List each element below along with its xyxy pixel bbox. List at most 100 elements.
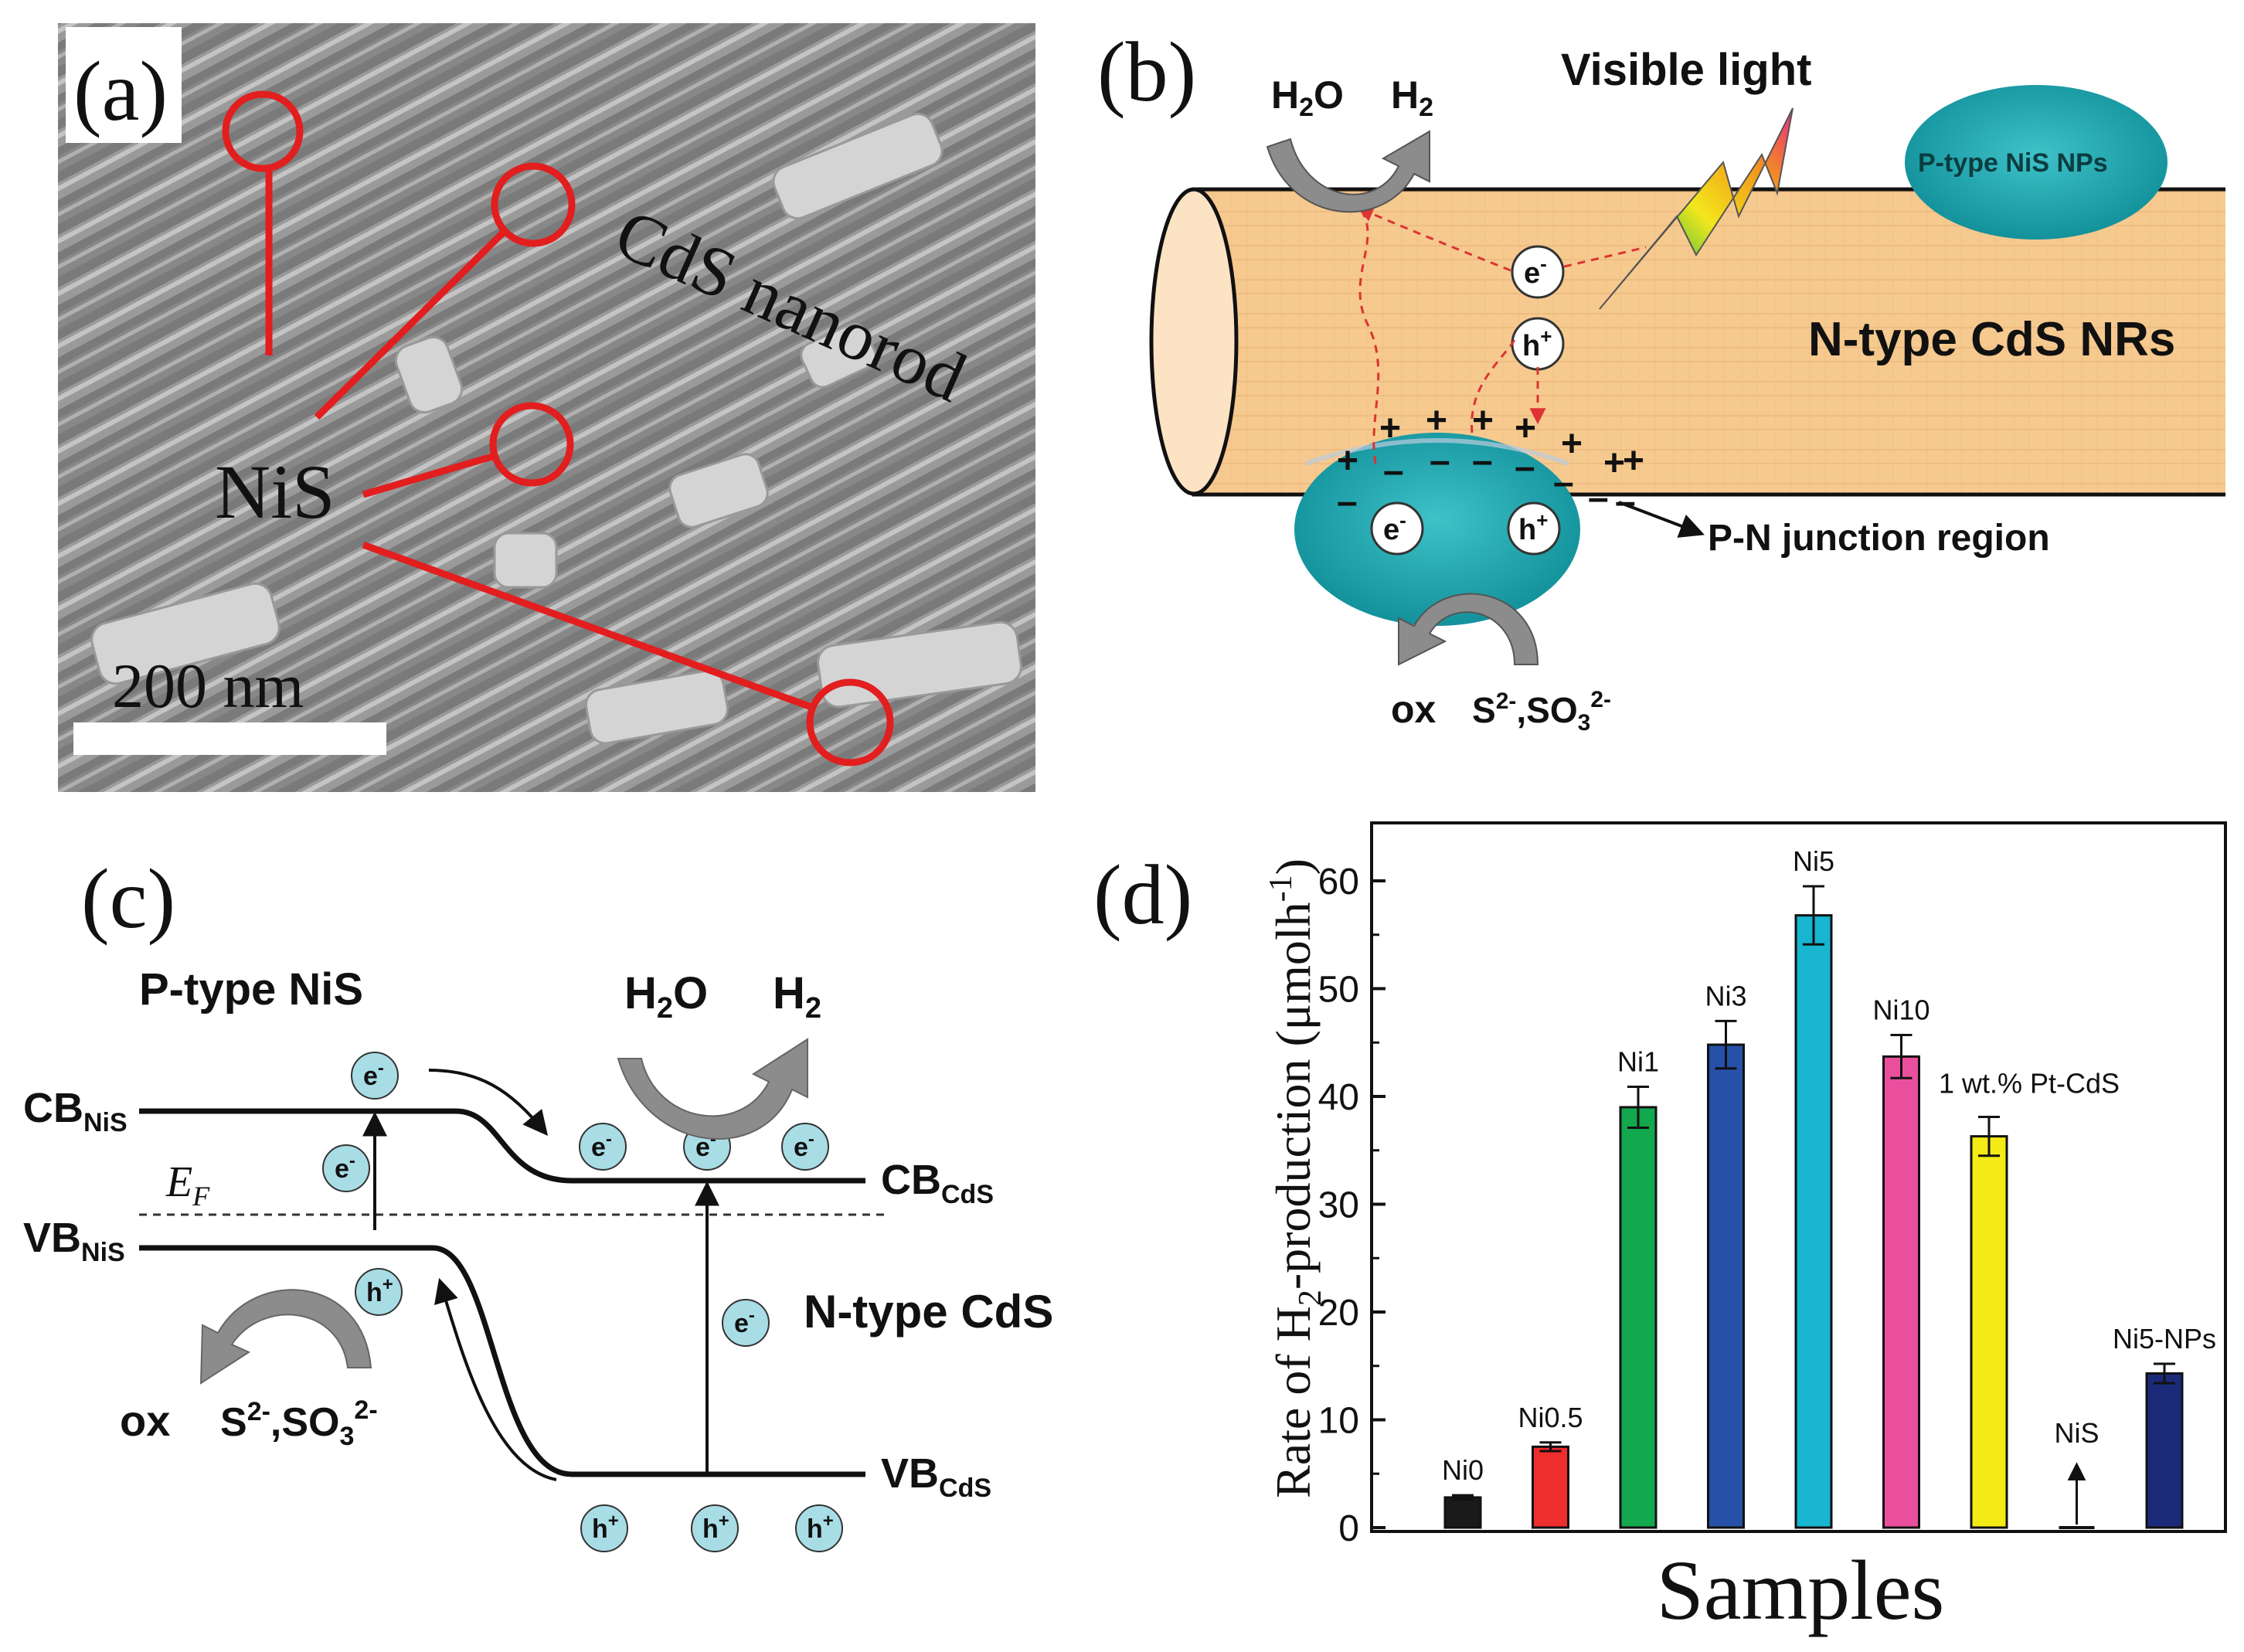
error-bar	[1452, 1494, 1474, 1501]
scale-bar	[73, 722, 386, 755]
error-bar	[1803, 885, 1824, 946]
bar	[1882, 1055, 1920, 1529]
nis-label: NiS	[215, 449, 335, 535]
svg-text:h+: h+	[807, 1511, 834, 1544]
panel-b: (b) N-type CdS NRs P-type NiS NPs + + + …	[1097, 25, 2244, 736]
bar	[2145, 1372, 2184, 1529]
svg-text:e-: e-	[794, 1129, 814, 1162]
svg-text:h+: h+	[592, 1511, 619, 1544]
cb-cds-label: CBCdS	[881, 1157, 994, 1209]
bar	[1532, 1445, 1569, 1529]
vb-cds-label: VBCdS	[881, 1450, 991, 1503]
cb-band	[139, 1108, 865, 1184]
svg-text:–: –	[1472, 440, 1493, 481]
ntype-label: N-type CdS	[804, 1286, 1053, 1338]
band-electrons: e- e- e- e- e- e-	[322, 1052, 829, 1347]
error-bar	[2154, 1362, 2175, 1385]
nis-circle-1	[222, 90, 304, 172]
error-bar	[1627, 1085, 1649, 1129]
svg-text:h+: h+	[1522, 325, 1552, 362]
b-h2o-label: H2O	[1271, 73, 1344, 122]
plot-frame	[1370, 821, 2227, 1533]
y-tick-label: 40	[1318, 1077, 1359, 1118]
svg-text:h+: h+	[702, 1511, 729, 1544]
bar	[1619, 1106, 1658, 1529]
bar-label: 1 wt.% Pt-CdS	[1939, 1067, 2120, 1099]
y-tick-label: 30	[1318, 1185, 1359, 1226]
bar	[1794, 914, 1833, 1529]
rod-hole: h+	[1511, 317, 1565, 371]
bar-label: Ni0	[1442, 1454, 1484, 1486]
cb-nis-label: CBNiS	[23, 1085, 128, 1137]
nis-circle-2	[491, 162, 576, 247]
band-holes: h+ h+ h+ h+	[355, 1268, 843, 1552]
bar-label: Ni0.5	[1518, 1402, 1583, 1433]
svg-text:+: +	[1472, 400, 1494, 441]
bar-label: Ni5	[1793, 845, 1834, 877]
vb-nis-label: VBNiS	[23, 1215, 125, 1267]
c-water-arrow	[617, 1038, 808, 1140]
svg-text:h+: h+	[366, 1274, 393, 1307]
bar-label: NiS	[2054, 1417, 2099, 1449]
error-bar	[1978, 1116, 2000, 1157]
error-bar	[1715, 1019, 1737, 1070]
svg-text:+: +	[1561, 423, 1583, 464]
nis-circle-4	[806, 678, 894, 767]
y-tick-label: 10	[1318, 1401, 1359, 1442]
np-electron: e-	[1370, 501, 1424, 556]
light-bolt	[1599, 107, 1794, 310]
hole-transfer-arrow	[434, 1277, 557, 1481]
scale-bar-label: 200 nm	[112, 651, 304, 721]
svg-text:+: +	[1603, 443, 1625, 484]
svg-text:e-: e-	[1383, 508, 1406, 546]
b-h2-label: H2	[1391, 73, 1433, 122]
c-sacrificial-label: S2-,SO32-	[220, 1395, 378, 1451]
svg-text:–: –	[1515, 447, 1535, 488]
svg-text:h+: h+	[1518, 508, 1548, 546]
nis-line-4	[362, 541, 813, 711]
b-ox-arrow	[1398, 593, 1539, 666]
svg-text:+: +	[1515, 408, 1536, 449]
c-h2-label: H2	[773, 968, 821, 1025]
junction-pointer	[1618, 501, 1705, 538]
bar	[1970, 1135, 2008, 1529]
svg-text:e-: e-	[335, 1151, 355, 1184]
b-water-arrow	[1266, 130, 1430, 213]
rod-label: N-type CdS NRs	[1808, 313, 2175, 366]
svg-text:+: +	[1623, 440, 1644, 481]
svg-text:–: –	[1588, 478, 1609, 518]
cdS-rod-end	[1149, 187, 1239, 496]
svg-text:–: –	[1383, 450, 1404, 491]
panel-tag-c: (c)	[81, 851, 175, 946]
svg-text:–: –	[1337, 481, 1358, 522]
panel-tag-d: (d)	[1093, 848, 1192, 942]
nis-np-top	[1905, 85, 2168, 240]
c-h2o-label: H2O	[624, 968, 708, 1025]
y-axis-label: Rate of H2-production (μmolh-1)	[1263, 858, 1328, 1498]
svg-text:+: +	[1426, 400, 1447, 441]
panel-tag-a: (a)	[73, 44, 168, 138]
y-tick-label: 50	[1318, 970, 1359, 1011]
fermi-label: EF	[165, 1158, 210, 1212]
c-ox-label: ox	[120, 1396, 170, 1445]
np-label: P-type NiS NPs	[1918, 148, 2108, 178]
error-bar	[1890, 1033, 1912, 1079]
svg-text:+: +	[1379, 408, 1401, 449]
y-tick-label: 60	[1318, 862, 1359, 902]
svg-text:–: –	[1430, 440, 1450, 481]
bar	[1707, 1043, 1745, 1529]
tag-a-bg	[66, 27, 182, 143]
panel-a: (a) NiS CdS nanorod 200 nm	[58, 23, 1035, 792]
svg-text:e-: e-	[734, 1305, 755, 1338]
svg-text:–: –	[1553, 462, 1574, 503]
visible-light-label: Visible light	[1561, 45, 1811, 95]
svg-text:e-: e-	[591, 1129, 612, 1162]
y-tick-label: 20	[1318, 1293, 1359, 1334]
nis-markers	[222, 90, 894, 767]
charge-paths	[1357, 206, 1647, 464]
electron-transfer-arrow	[428, 1069, 549, 1136]
